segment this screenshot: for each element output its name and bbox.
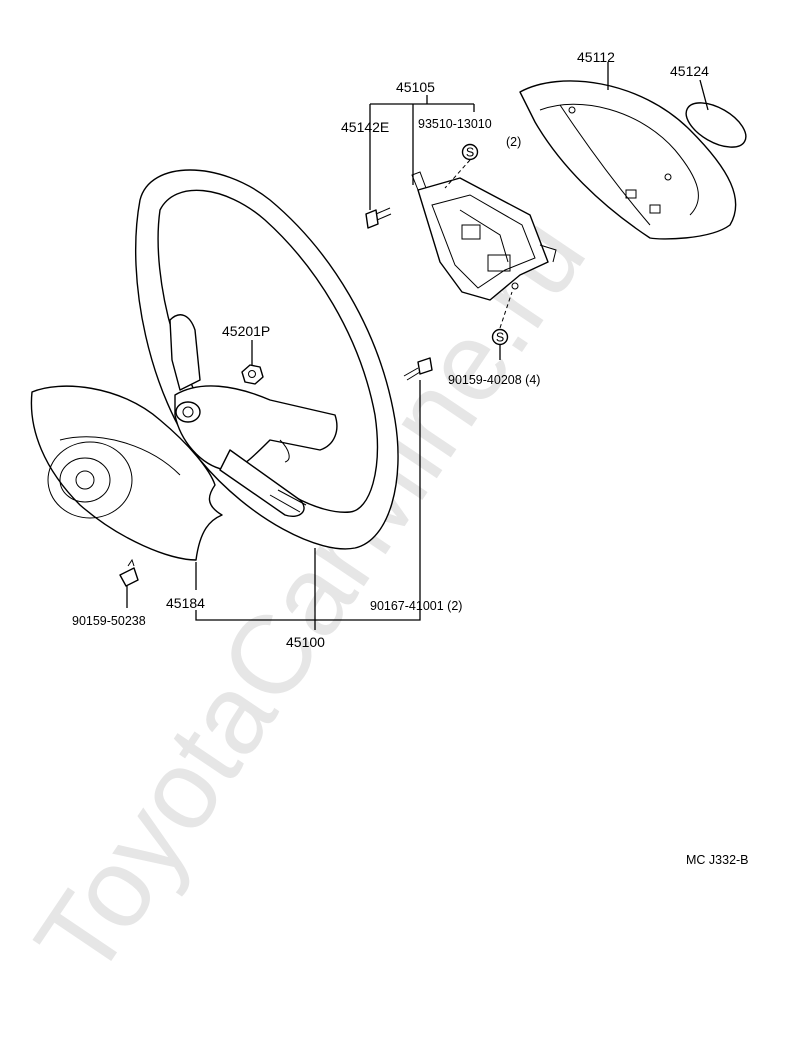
label-93510-13010: 93510-13010 — [418, 117, 492, 131]
s-marker-top: S — [461, 143, 479, 161]
label-45100: 45100 — [286, 634, 325, 650]
emblem-45124 — [685, 102, 747, 148]
label-45184: 45184 — [166, 595, 205, 611]
label-45142e: 45142E — [341, 119, 389, 135]
s-marker-bottom: S — [491, 328, 509, 346]
svg-text:S: S — [496, 331, 504, 345]
screw-90167-41001 — [403, 357, 433, 381]
nut-45201p — [241, 364, 264, 385]
label-45124: 45124 — [670, 63, 709, 79]
label-90167-41001: 90167-41001 (2) — [370, 599, 462, 613]
pad-cover-45112 — [519, 80, 737, 240]
diagram-code: MC J332-B — [686, 853, 749, 867]
leader-lines — [126, 62, 709, 630]
label-45201p: 45201P — [222, 323, 270, 339]
label-45112: 45112 — [577, 49, 615, 65]
bracket-assembly-45105 — [411, 171, 557, 301]
label-93510-qty: (2) — [506, 135, 521, 149]
label-45105: 45105 — [396, 79, 435, 95]
steering-wheel-45100 — [135, 169, 399, 550]
screw-90159-50238 — [119, 558, 139, 587]
bolt-45142e — [365, 207, 392, 229]
label-90159-40208: 90159-40208 (4) — [448, 373, 540, 387]
lower-cover-45184 — [30, 385, 223, 561]
svg-text:S: S — [466, 146, 474, 160]
label-90159-50238: 90159-50238 — [72, 614, 146, 628]
